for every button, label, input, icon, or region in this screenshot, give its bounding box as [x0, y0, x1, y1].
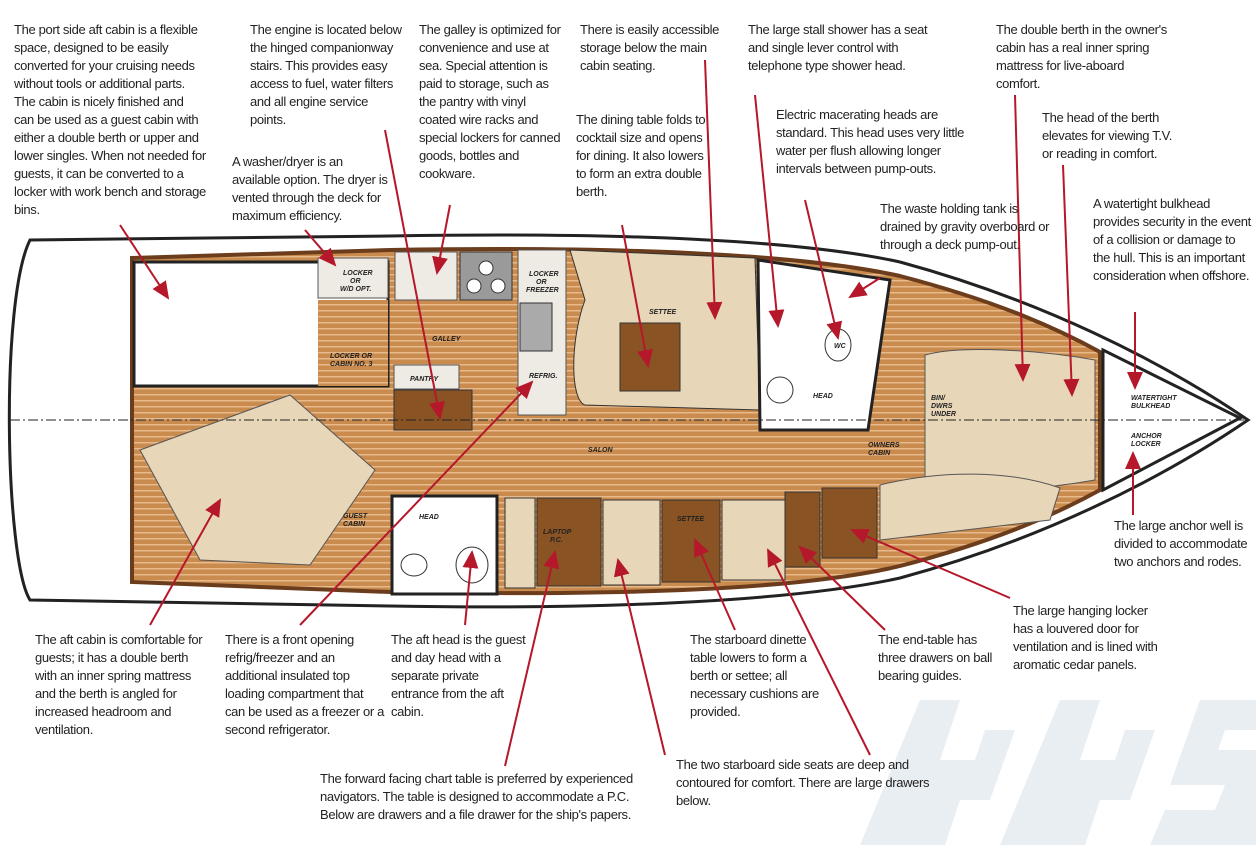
label-salon: SALON [588, 447, 613, 454]
label-freezer: FREEZER [526, 287, 559, 294]
dinette-table [661, 499, 721, 583]
label-under: UNDER [931, 411, 956, 418]
note-engine: The engine is located below the hinged c… [250, 22, 402, 127]
note-washer: A washer/dryer is an available option. T… [232, 154, 388, 223]
sink [519, 302, 553, 352]
arrow-engine [384, 129, 445, 420]
note-dinette: The starboard dinette table lowers to fo… [690, 632, 819, 719]
arrow-washer [304, 229, 337, 267]
arrow-double-berth [1014, 94, 1031, 382]
arrow-seats-aft [613, 558, 666, 756]
label-locker-wd-opt: W/D OPT. [340, 286, 371, 293]
companionway-stairs [393, 389, 473, 431]
label-locker-wd-or: OR [350, 278, 361, 285]
label-bin: BIN/ [931, 395, 946, 402]
forward-head [756, 258, 892, 432]
arrow-waste [848, 277, 881, 299]
dining-table [619, 322, 681, 392]
arrow-port-aft-cabin [119, 224, 170, 300]
arrow-dining [621, 224, 653, 368]
callout-arrows [119, 59, 1143, 767]
label-settee-bottom: SETTEE [677, 516, 705, 523]
note-port-aft-cabin: The port side aft cabin is a flexible sp… [14, 22, 206, 217]
arrow-refrig [299, 380, 534, 626]
note-refrig: There is a front opening refrig/freezer … [225, 632, 384, 737]
note-storage: There is easily accessible storage below… [580, 22, 720, 73]
note-end-table: The end-table has three drawers on ball … [878, 632, 993, 683]
note-chart-table: The forward facing chart table is prefer… [320, 771, 633, 822]
arrow-shower [754, 94, 785, 328]
arrow-seats-fwd [767, 548, 871, 756]
starboard-seats [504, 497, 786, 589]
note-aft-head: The aft head is the guest and day head w… [391, 632, 526, 719]
label-wc: WC [834, 343, 847, 350]
arrow-aft-cabin [149, 498, 221, 626]
label-locker-freezer: LOCKER [529, 271, 559, 278]
note-hanging-locker: The large hanging locker has a louvered … [1013, 603, 1158, 672]
arrow-end-table [798, 545, 886, 631]
note-berth-head: The head of the berth elevates for viewi… [1042, 110, 1172, 161]
note-double-berth: The double berth in the owner's cabin ha… [996, 22, 1167, 91]
note-seats: The two starboard side seats are deep an… [676, 757, 930, 808]
label-watertight: WATERTIGHT [1131, 395, 1177, 402]
arrow-galley [432, 204, 451, 275]
arrow-aft-head [462, 550, 479, 626]
note-galley: The galley is optimized for convenience … [419, 22, 561, 181]
label-pc: P.C. [550, 537, 563, 544]
label-locker-freezer-or: OR [536, 279, 547, 286]
plan-labels: LOCKER OR W/D OPT. LOCKER OR CABIN NO. 3… [330, 270, 1177, 544]
label-dwrs: DWRS [931, 403, 953, 410]
label-locker-wd: LOCKER [343, 270, 373, 277]
label-guest: GUEST [343, 513, 368, 520]
label-pantry: PANTRY [410, 376, 439, 383]
label-anchor: ANCHOR [1130, 433, 1162, 440]
label-head-forward: HEAD [813, 393, 833, 400]
label-settee-top: SETTEE [649, 309, 677, 316]
arrow-heads [804, 199, 843, 340]
note-heads: Electric macerating heads are standard. … [776, 107, 965, 176]
note-bulkhead: A watertight bulkhead provides security … [1093, 196, 1251, 283]
note-dining: The dining table folds to cocktail size … [576, 112, 706, 199]
end-table [784, 491, 821, 568]
label-refrig: REFRIG. [529, 373, 557, 380]
label-galley: GALLEY [432, 336, 462, 343]
hanging-locker [821, 487, 878, 559]
label-owners-cabin: CABIN [868, 450, 891, 457]
cabin3-floor [318, 300, 388, 386]
label-head-aft: HEAD [419, 514, 439, 521]
note-anchor: The large anchor well is divided to acco… [1114, 518, 1248, 569]
note-aft-cabin: The aft cabin is comfortable for guests;… [35, 632, 203, 737]
note-shower: The large stall shower has a seat and si… [748, 22, 928, 73]
label-cabin3: CABIN NO. 3 [330, 361, 373, 368]
chart-table [536, 497, 602, 587]
arrow-hanging-locker [850, 528, 1011, 599]
label-laptop: LAPTOP [543, 529, 572, 536]
label-guest-cabin: CABIN [343, 521, 366, 528]
label-bulkhead: BULKHEAD [1131, 403, 1170, 410]
stove [459, 251, 513, 301]
arrow-berth-head [1062, 164, 1080, 397]
arrow-storage [704, 59, 723, 320]
label-owners: OWNERS [868, 442, 900, 449]
label-anchor-locker: LOCKER [1131, 441, 1161, 448]
arrow-chart-table [504, 550, 560, 767]
arrow-dinette [694, 538, 736, 631]
label-locker-cabin3: LOCKER OR [330, 353, 372, 360]
note-waste: The waste holding tank is drained by gra… [880, 201, 1050, 252]
guest-berth [139, 394, 376, 566]
